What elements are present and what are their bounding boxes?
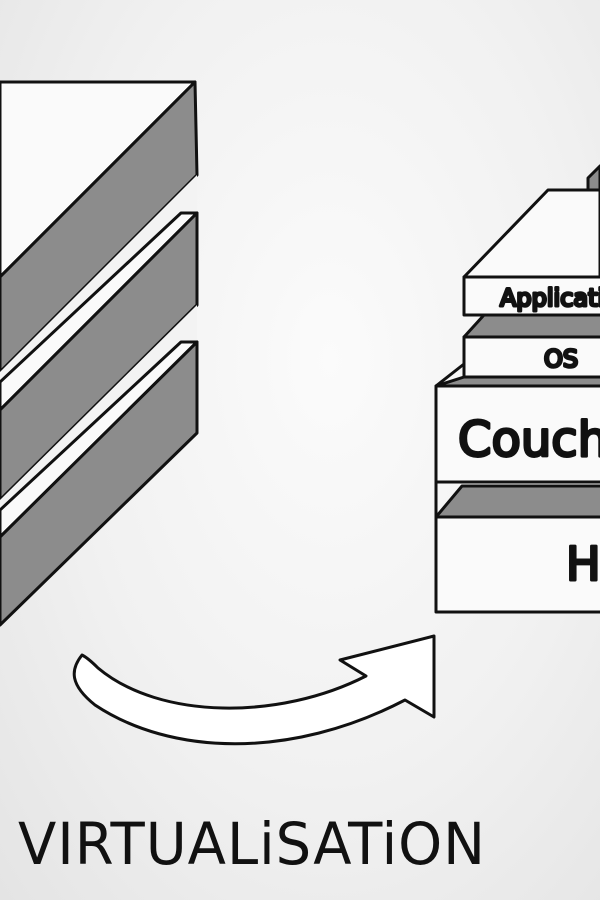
layer-application-box [462,275,600,317]
server-slab-middle-front [0,211,199,502]
layer-hardware-label: H [566,537,600,591]
layer-couche-shadow [434,484,600,519]
layer-couche-box [434,384,600,484]
server-slab-top [0,80,199,374]
layer-application-label: Applicati [500,284,600,312]
transform-arrow [72,634,436,746]
layer-couche-label: Couche [458,412,600,468]
stack-top-block [586,164,600,192]
server-slab-bottom-front [0,340,199,627]
layer-application-shadow [462,313,600,339]
layer-os-shadow-edge [435,362,465,388]
layer-os-box [462,335,600,379]
physical-servers [0,80,199,627]
server-slab-top-front [0,80,199,374]
layer-hardware-box [434,515,600,614]
server-slab-middle [0,211,199,502]
caption-virtualisation: VIRTUALiSATiON [18,810,486,878]
stack-roof [462,188,600,279]
layer-os-label: OS [544,345,578,373]
server-slab-bottom [0,340,199,627]
virtual-stack: Applicati OS Couche H [434,164,600,614]
stack-top-block-side [586,164,600,192]
